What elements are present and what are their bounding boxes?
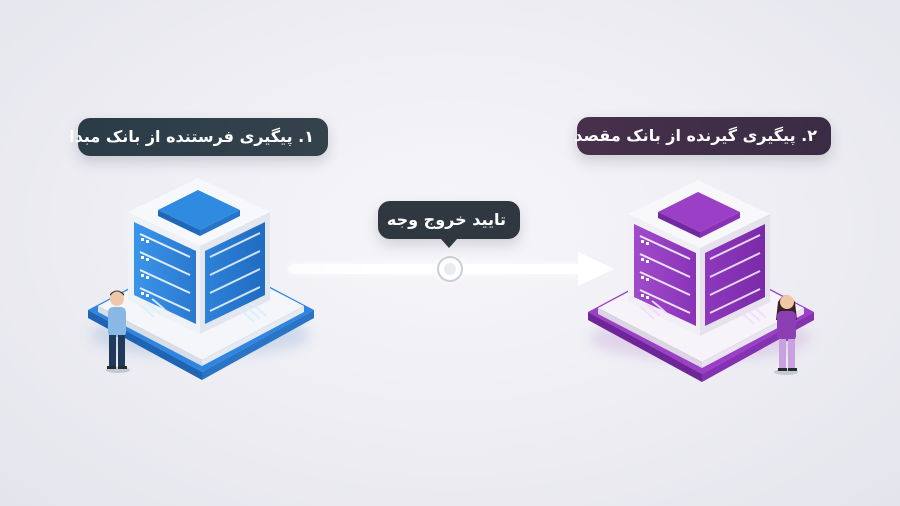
transfer-label-pointer	[441, 239, 457, 248]
destination-bank-server-icon	[588, 180, 814, 382]
transfer-arrow-right-icon	[288, 252, 614, 286]
source-bank-label: ۱. پیگیری فرستنده از بانک مبدا	[69, 118, 328, 156]
source-bank-server-icon	[88, 178, 314, 380]
destination-bank-label: ۲. پیگیری گیرنده از بانک مقصد	[574, 117, 831, 155]
sender-person-icon	[106, 290, 130, 373]
checkpoint-dot-icon	[436, 255, 464, 283]
transfer-confirmation-label: تایید خروج وجه	[378, 201, 520, 239]
receiver-person-icon	[774, 295, 798, 375]
